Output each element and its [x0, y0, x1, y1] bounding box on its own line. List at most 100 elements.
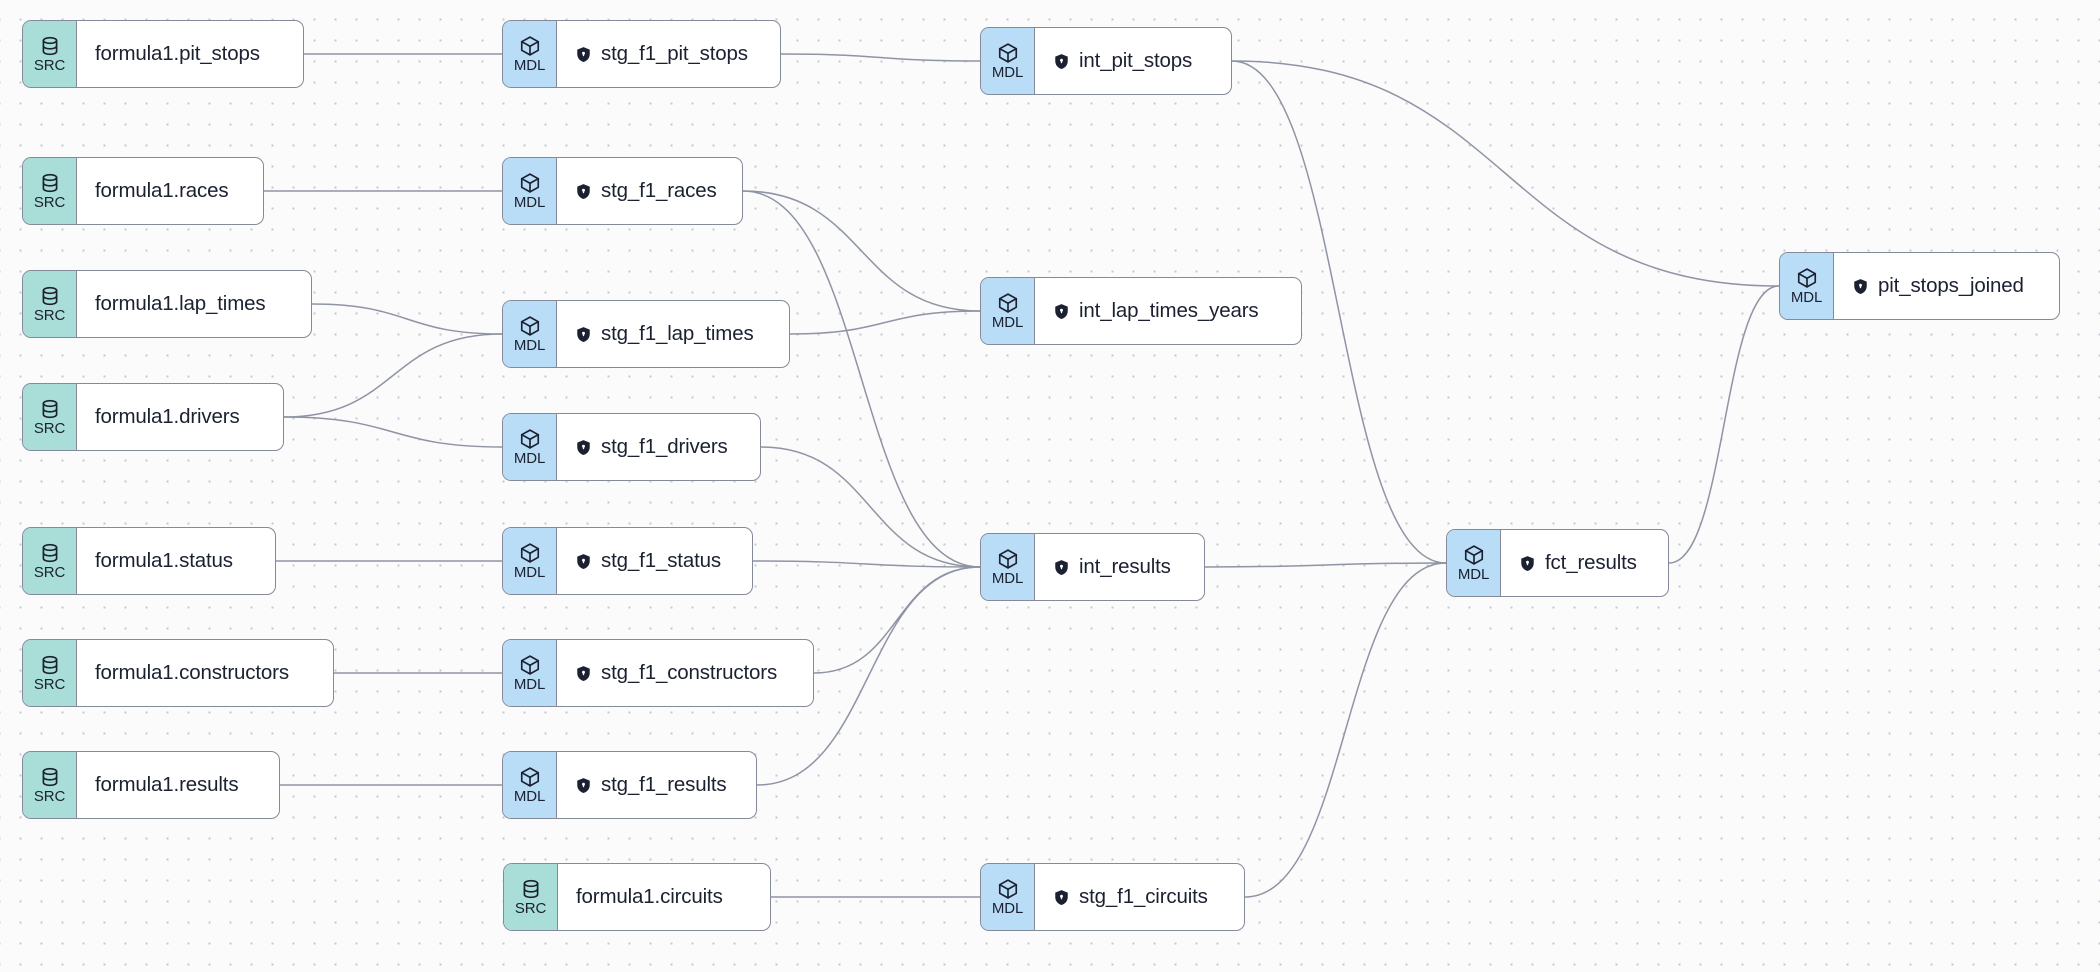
graph-node-src_results[interactable]: SRC formula1.results: [22, 751, 280, 819]
cube-icon: [519, 172, 541, 194]
shield-lock-icon: [575, 553, 592, 570]
node-label: stg_f1_drivers: [601, 435, 728, 458]
node-label: formula1.lap_times: [95, 292, 266, 315]
node-label: stg_f1_results: [601, 773, 727, 796]
badge-label: SRC: [33, 788, 66, 805]
source-badge: SRC: [23, 528, 77, 594]
node-body: stg_f1_status: [557, 528, 752, 594]
database-icon: [39, 35, 61, 57]
badge-label: MDL: [991, 570, 1024, 587]
badge-label: SRC: [33, 564, 66, 581]
model-badge: MDL: [981, 864, 1035, 930]
shield-lock-icon: [1852, 278, 1869, 295]
source-badge: SRC: [23, 752, 77, 818]
source-badge: SRC: [504, 864, 558, 930]
graph-node-src_drivers[interactable]: SRC formula1.drivers: [22, 383, 284, 451]
node-body: formula1.races: [77, 158, 263, 224]
graph-node-stg_circuits[interactable]: MDL stg_f1_circuits: [980, 863, 1245, 931]
badge-label: SRC: [33, 307, 66, 324]
node-body: int_pit_stops: [1035, 28, 1231, 94]
cube-icon: [519, 428, 541, 450]
graph-node-src_races[interactable]: SRC formula1.races: [22, 157, 264, 225]
badge-label: MDL: [1457, 566, 1490, 583]
graph-edge-stg_pit_stops-to-int_pit_stops: [780, 53, 981, 62]
node-label: pit_stops_joined: [1878, 274, 2024, 297]
database-icon: [39, 542, 61, 564]
node-body: formula1.lap_times: [77, 271, 311, 337]
graph-node-stg_drivers[interactable]: MDL stg_f1_drivers: [502, 413, 761, 481]
database-icon: [39, 172, 61, 194]
node-label: formula1.drivers: [95, 405, 240, 428]
graph-node-stg_races[interactable]: MDL stg_f1_races: [502, 157, 743, 225]
node-label: stg_f1_constructors: [601, 661, 778, 684]
database-icon: [39, 398, 61, 420]
node-label: fct_results: [1545, 551, 1637, 574]
node-body: formula1.results: [77, 752, 279, 818]
node-label: formula1.constructors: [95, 661, 289, 684]
graph-node-int_results[interactable]: MDL int_results: [980, 533, 1205, 601]
badge-label: MDL: [991, 900, 1024, 917]
cube-icon: [519, 654, 541, 676]
shield-lock-icon: [575, 183, 592, 200]
graph-edge-src_drivers-to-stg_drivers: [283, 416, 503, 448]
badge-label: MDL: [513, 194, 546, 211]
node-body: int_lap_times_years: [1035, 278, 1301, 344]
model-badge: MDL: [503, 640, 557, 706]
database-icon: [39, 654, 61, 676]
shield-lock-icon: [575, 439, 592, 456]
node-body: stg_f1_races: [557, 158, 742, 224]
graph-node-stg_constructors[interactable]: MDL stg_f1_constructors: [502, 639, 814, 707]
cube-icon: [997, 42, 1019, 64]
cube-icon: [1796, 267, 1818, 289]
node-body: pit_stops_joined: [1834, 253, 2059, 319]
graph-edge-src_drivers-to-stg_lap_times: [283, 333, 503, 418]
shield-lock-icon: [575, 46, 592, 63]
cube-icon: [519, 542, 541, 564]
cube-icon: [519, 766, 541, 788]
node-body: formula1.pit_stops: [77, 21, 303, 87]
graph-node-stg_lap_times[interactable]: MDL stg_f1_lap_times: [502, 300, 790, 368]
badge-label: SRC: [514, 900, 547, 917]
badge-label: SRC: [33, 194, 66, 211]
badge-label: SRC: [33, 676, 66, 693]
badge-label: MDL: [513, 337, 546, 354]
graph-edge-stg_constructors-to-int_results: [813, 566, 981, 674]
graph-node-stg_results[interactable]: MDL stg_f1_results: [502, 751, 757, 819]
database-icon: [520, 878, 542, 900]
model-badge: MDL: [1447, 530, 1501, 596]
graph-edge-src_lap_times-to-stg_lap_times: [311, 303, 503, 335]
cube-icon: [519, 35, 541, 57]
graph-edge-stg_lap_times-to-int_lap_times_years: [789, 310, 981, 335]
node-label: int_results: [1079, 555, 1171, 578]
database-icon: [39, 766, 61, 788]
node-label: stg_f1_lap_times: [601, 322, 754, 345]
shield-lock-icon: [1519, 555, 1536, 572]
graph-edge-stg_races-to-int_results: [742, 190, 981, 568]
graph-edge-int_results-to-fct_results: [1204, 562, 1447, 568]
node-label: stg_f1_races: [601, 179, 717, 202]
badge-label: MDL: [513, 450, 546, 467]
model-badge: MDL: [503, 752, 557, 818]
node-label: stg_f1_circuits: [1079, 885, 1208, 908]
badge-label: MDL: [513, 676, 546, 693]
graph-edge-stg_circuits-to-fct_results: [1244, 562, 1447, 898]
cube-icon: [997, 292, 1019, 314]
model-badge: MDL: [503, 414, 557, 480]
graph-node-fct_results[interactable]: MDL fct_results: [1446, 529, 1669, 597]
graph-node-src_constructors[interactable]: SRC formula1.constructors: [22, 639, 334, 707]
model-badge: MDL: [503, 301, 557, 367]
badge-label: SRC: [33, 420, 66, 437]
shield-lock-icon: [575, 665, 592, 682]
model-badge: MDL: [503, 158, 557, 224]
graph-node-src_lap_times[interactable]: SRC formula1.lap_times: [22, 270, 312, 338]
shield-lock-icon: [1053, 303, 1070, 320]
